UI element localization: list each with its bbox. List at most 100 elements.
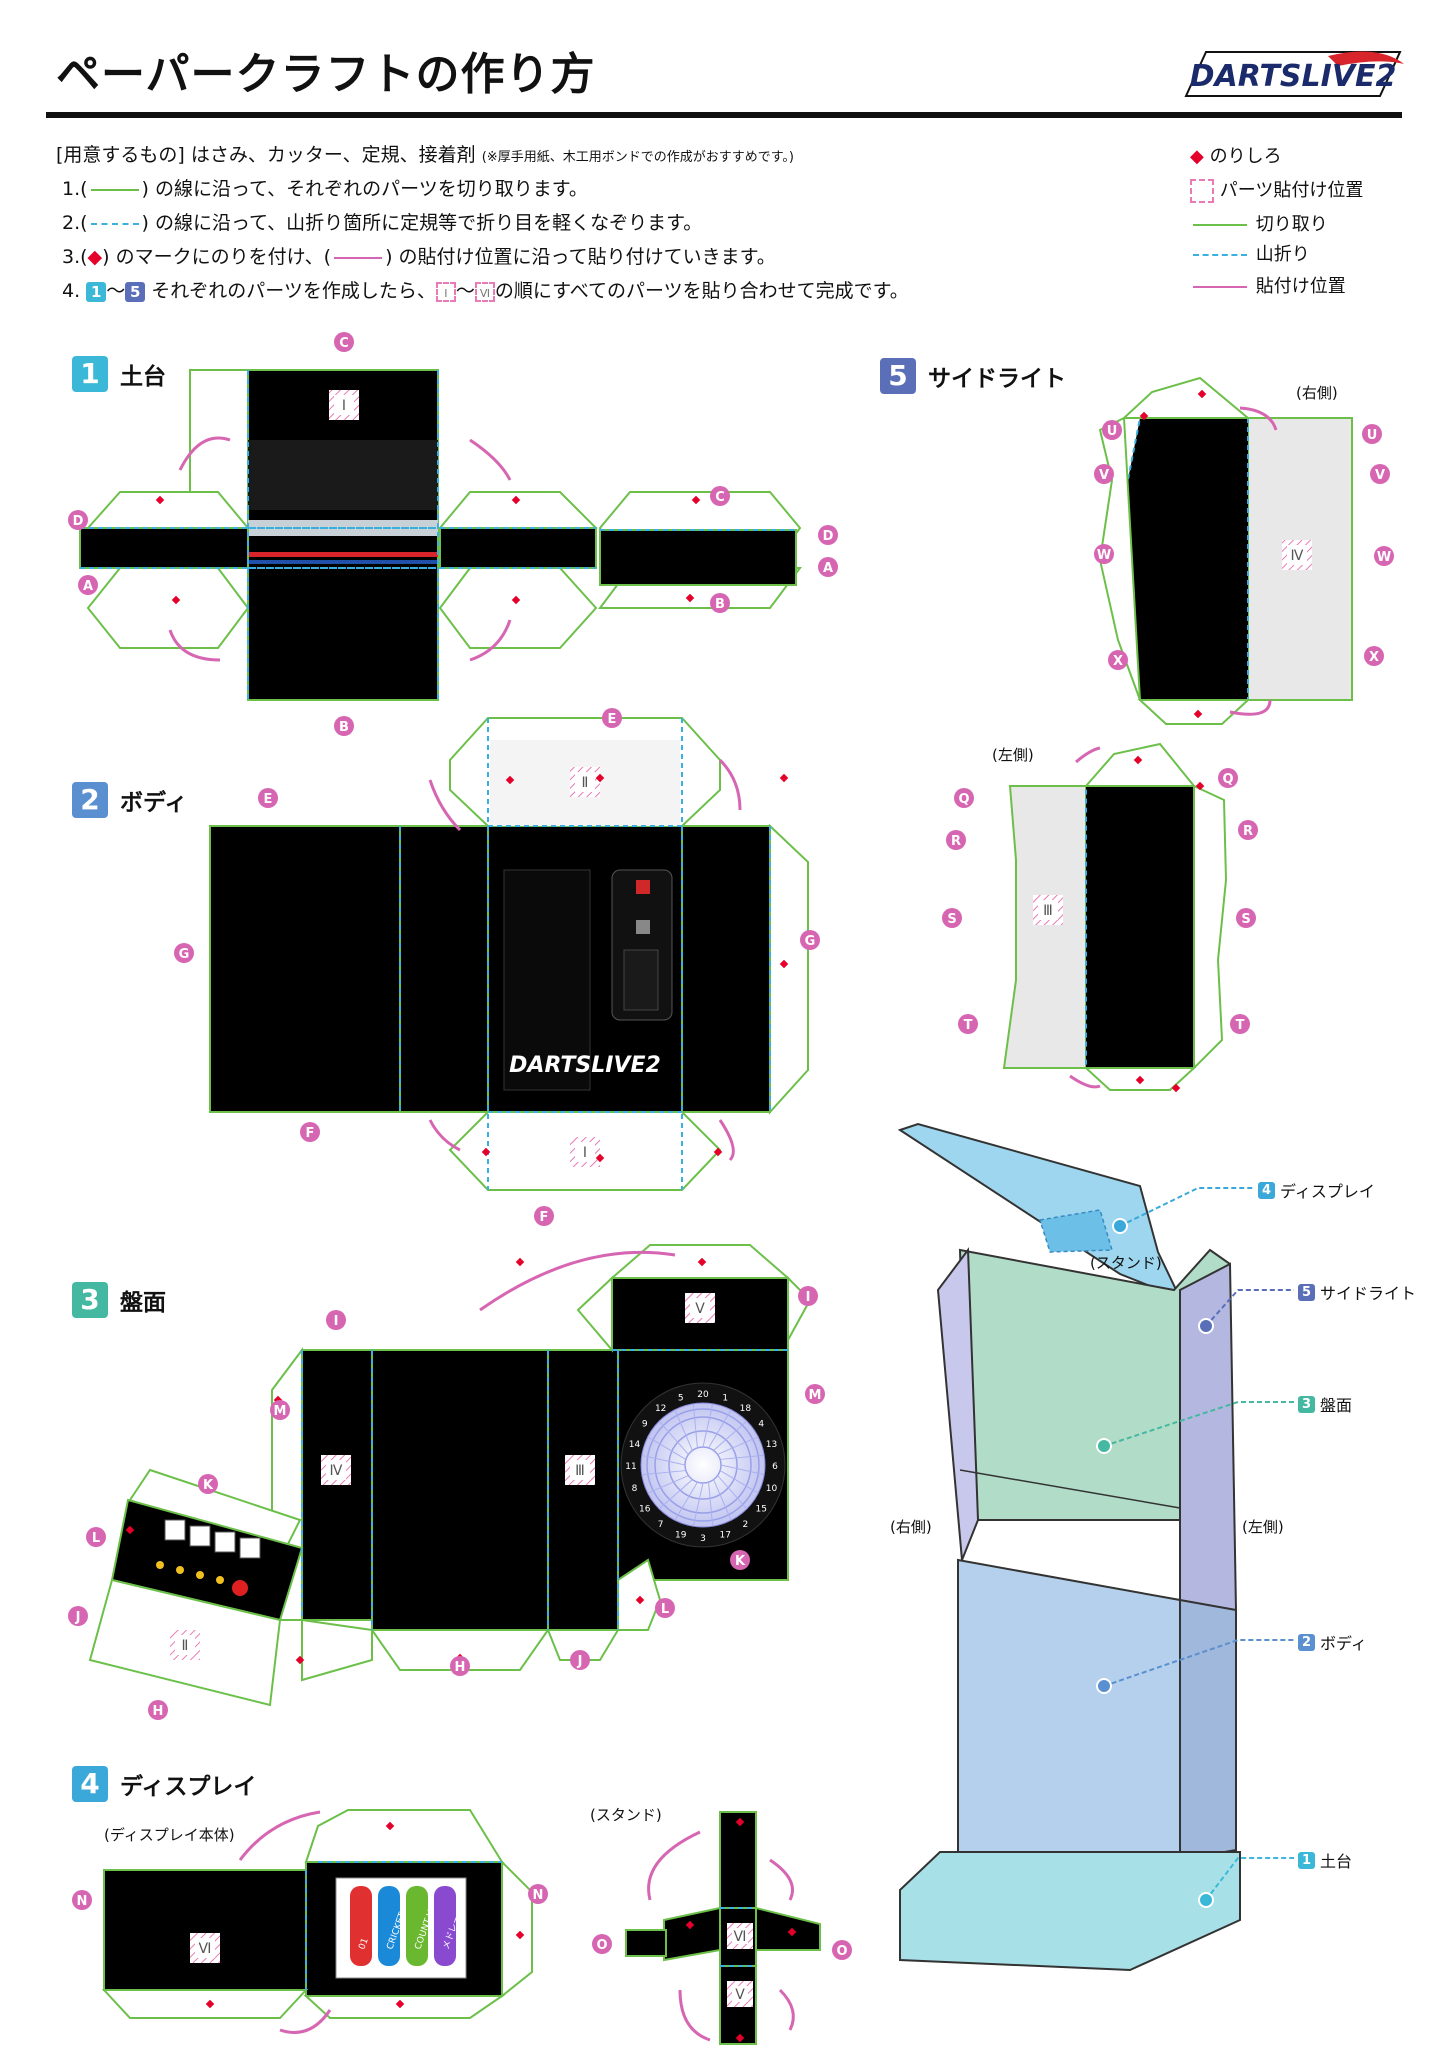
legend-glue-label: のりしろ [1209, 146, 1282, 167]
letter-label: H [153, 1704, 164, 1719]
letter-marker: A [78, 575, 98, 595]
body-mid-panel [399, 825, 489, 1113]
dartboard-segment [717, 1475, 748, 1510]
roman-label: Ⅳ [1291, 548, 1304, 564]
callout-leader [1103, 1401, 1294, 1447]
letter-marker: T [958, 1014, 978, 1034]
section-1-badge: 1 [72, 356, 108, 392]
letter-marker: A [818, 557, 838, 577]
board-top-tab-left [576, 1275, 613, 1353]
step-3-end: ) の貼付け位置に沿って貼り付けていきます。 [385, 246, 776, 268]
letter-label: W [1377, 550, 1391, 565]
dartboard-number: 19 [675, 1530, 687, 1540]
stand-label: (スタンド) [590, 1806, 662, 1824]
roman-box-inner [1038, 900, 1058, 920]
letter-marker: H [148, 1700, 168, 1720]
fold-arrow [279, 2009, 332, 2034]
fold-arrow [678, 1989, 711, 2042]
step-3-mid: ) のマークにのりを付け、( [102, 246, 332, 268]
glue-mark [481, 1147, 491, 1157]
letter-label: X [1113, 654, 1123, 669]
assembled-right-side [1179, 1262, 1238, 1622]
dartboard-segment [641, 1454, 686, 1466]
letter-label: J [577, 1654, 583, 1669]
letter-marker: I [798, 1286, 818, 1306]
assembled-board-line [959, 1469, 1181, 1509]
materials-note: (※厚手用紙、木工用ボンドでの作成がおすすめです。) [481, 150, 794, 165]
roman-label: Ⅱ [582, 775, 589, 791]
letter-marker: S [942, 908, 962, 928]
display-menu-label: 01 [357, 1937, 370, 1951]
dartboard-number: 8 [632, 1484, 638, 1494]
roman-label: Ⅵ [734, 1929, 747, 1945]
callout-badge: 3 [1298, 1395, 1315, 1413]
side-left-outer-tab [1193, 784, 1228, 1071]
dartboard-segment [647, 1436, 687, 1460]
materials-label: [用意するもの] [56, 144, 185, 166]
glue-mark [155, 495, 165, 505]
glue-mark [395, 1999, 405, 2009]
base-red-line [248, 552, 438, 557]
glue-diamond-icon: ◆ [1190, 146, 1204, 167]
letter-label: K [203, 1478, 214, 1493]
dartboard-number: 2 [742, 1520, 748, 1530]
keypad-light [156, 1561, 164, 1569]
letter-marker: O [832, 1940, 852, 1960]
legend-fold: 山折り [1190, 240, 1310, 266]
dartboard-segment [658, 1479, 693, 1510]
letter-circle [1236, 908, 1256, 928]
glue-mark [697, 1257, 707, 1267]
glue-mark [735, 1817, 745, 1827]
step-4-mid: それぞれのパーツを作成したら、 [151, 280, 436, 302]
letter-marker: W [1374, 546, 1394, 566]
letter-label: M [274, 1404, 287, 1419]
display-bottom-tab [303, 1995, 506, 2019]
glue-mark [691, 495, 701, 505]
letter-label: V [1099, 468, 1109, 483]
glue-mark [511, 595, 521, 605]
dartboard-number: 20 [697, 1390, 709, 1400]
dartboard-face [640, 1402, 766, 1528]
letter-label: V [1375, 468, 1385, 483]
step-4-end: の順にすべてのパーツを貼り合わせて完成です。 [494, 280, 909, 302]
fold-arrow [718, 758, 742, 811]
letter-circle [528, 1884, 548, 1904]
letter-circle [258, 788, 278, 808]
fold-arrow [178, 436, 231, 471]
letter-marker: T [1230, 1014, 1250, 1034]
paste-line-icon [1193, 286, 1247, 288]
glue-mark [511, 495, 521, 505]
board-mid-panel [371, 1349, 549, 1631]
roman-box-inner [326, 1460, 346, 1480]
display-menu-pill [406, 1886, 428, 1966]
number-badge-1: 1 [86, 281, 107, 302]
roman-box-inner [570, 1460, 590, 1480]
dartboard-segment [674, 1409, 693, 1451]
dartboard-segment [692, 1403, 698, 1448]
letter-label: E [264, 792, 273, 807]
letter-circle [800, 930, 820, 950]
display-right-tab [501, 1859, 533, 1999]
assembled-stand-label: (スタンド) [1090, 1254, 1162, 1272]
letter-circle [730, 1550, 750, 1570]
dartboard-number: 7 [658, 1520, 664, 1530]
callout-label: 盤面 [1320, 1396, 1353, 1415]
letter-marker: M [270, 1400, 290, 1420]
legend-parts-position: パーツ貼付け位置 [1190, 176, 1363, 203]
base-left-tab-bottom [86, 567, 250, 649]
legend-paste-label: 貼付け位置 [1255, 276, 1346, 297]
glue-mark [295, 1655, 305, 1665]
glue-mark [1135, 1075, 1145, 1085]
display-top-tab [304, 1809, 504, 1863]
letter-marker: G [174, 943, 194, 963]
section-2-heading: 2 ボディ [72, 782, 187, 818]
dartboard-ring [646, 1408, 760, 1522]
letter-circle [1094, 544, 1114, 564]
glue-mark [595, 1153, 605, 1163]
glue-diamond-icon: ◆ [87, 246, 103, 268]
section-4-heading: 4 ディスプレイ [72, 1766, 256, 1802]
glue-mark [787, 1927, 797, 1937]
callout-badge: 2 [1298, 1633, 1315, 1651]
letter-label: E [608, 712, 617, 727]
dartboard-number: 4 [758, 1420, 764, 1430]
